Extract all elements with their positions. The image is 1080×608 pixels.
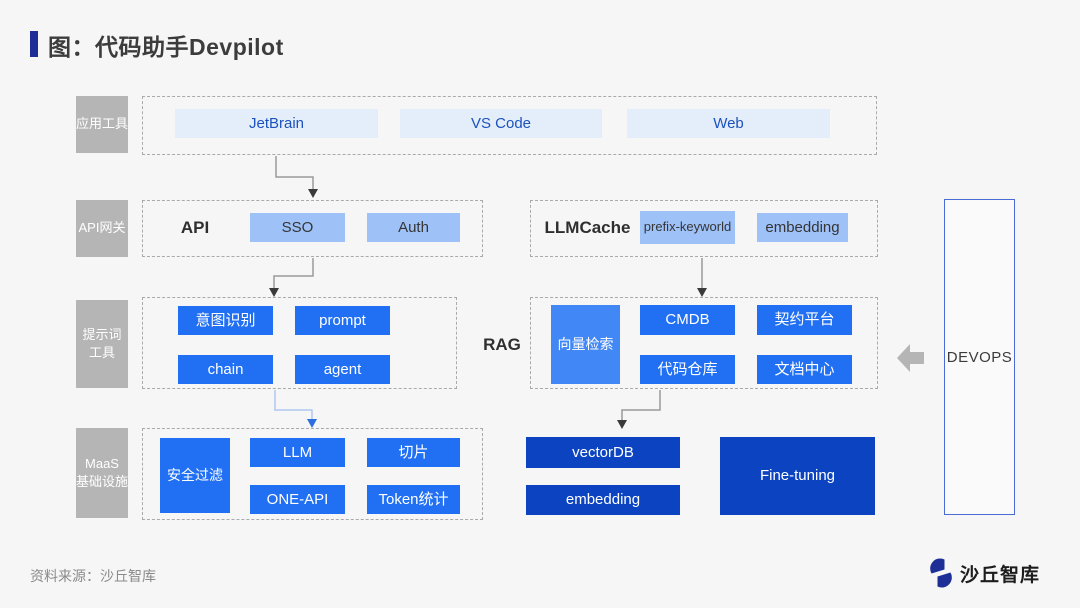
group-maas [142,428,483,520]
btn-security-filter: 安全过滤 [160,438,230,513]
brand-name: 沙丘智库 [959,564,1040,586]
btn-fine-tuning: Fine-tuning [720,437,875,515]
group-rag [530,297,878,389]
layer-label-api-gateway: API网关 [76,200,128,257]
btn-agent: agent [295,355,390,384]
btn-one-api: ONE-API [250,485,345,514]
group-llm-cache [530,200,878,257]
arrow-prompttools-to-maas [274,390,313,419]
api-title: API [180,217,210,237]
devops-left-arrow-icon [897,344,924,372]
btn-contract-platform: 契约平台 [757,305,852,335]
btn-llm: LLM [250,438,345,467]
page-title: 图：代码助手Devpilot [48,34,284,60]
btn-chain: chain [178,355,273,384]
group-api-gateway [142,200,483,257]
btn-cmdb: CMDB [640,305,735,335]
chip-auth: Auth [367,213,460,242]
layer-label-prompt-tools: 提示词 工具 [76,300,128,388]
group-prompt-tools [142,297,457,389]
source-note: 资料来源：沙丘智库 [30,568,156,584]
layer-label-app-tools: 应用工具 [76,96,128,153]
devops-box: DEVOPS [944,199,1015,515]
arrow-api-to-prompttools [273,258,314,288]
btn-intent-recognition: 意图识别 [178,306,273,335]
btn-code-repo: 代码仓库 [640,355,735,384]
arrow-rag-to-vectordb [621,390,661,420]
btn-vectordb: vectorDB [526,437,680,468]
chip-vscode: VS Code [400,109,602,138]
llmcache-title: LLMCache [544,217,631,237]
chip-web: Web [627,109,830,138]
layer-label-maas: MaaS 基础设施 [76,428,128,518]
rag-title: RAG [483,334,521,354]
btn-vector-search: 向量检索 [551,305,620,384]
title-accent-bar [30,31,38,57]
chip-jetbrain: JetBrain [175,109,378,138]
btn-prompt: prompt [295,306,390,335]
chip-embedding-cache: embedding [757,213,848,242]
btn-embedding-storage: embedding [526,485,680,515]
brand-lockup: 沙丘智库 [927,558,1040,588]
arrow-apptools-to-api [275,156,314,189]
group-app-tools [142,96,877,155]
btn-token-stats: Token统计 [367,485,460,514]
chip-prefix-keyworld: prefix-keyworld [640,211,735,244]
btn-slicing: 切片 [367,438,460,467]
brand-logo-icon [930,558,952,588]
chip-sso: SSO [250,213,345,242]
btn-doc-center: 文档中心 [757,355,852,384]
